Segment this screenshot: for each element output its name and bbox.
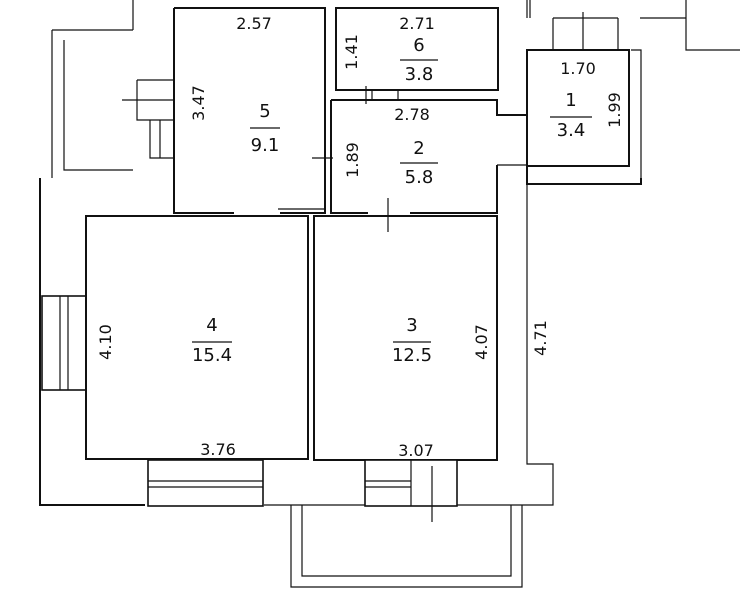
room-3: 3 12.5 4.07 3.07: [313, 215, 498, 461]
room-1-width: 1.70: [560, 59, 596, 78]
room-2: 2.78 2 5.8 1.89: [278, 86, 527, 232]
room-4-area: 15.4: [192, 345, 232, 366]
room-5: 5 9.1 2.57 3.47: [122, 7, 326, 214]
left-balcony: [39, 0, 145, 506]
room-2-number: 2: [413, 138, 424, 159]
room-3-number: 3: [406, 315, 417, 336]
room-2-height: 1.89: [343, 142, 362, 178]
room-3-width: 3.07: [398, 441, 434, 460]
room-6-width: 2.71: [399, 14, 435, 33]
room-1: 1.70 1 3.4 1.99: [526, 0, 642, 178]
room-1-area: 3.4: [557, 120, 586, 141]
room-3-height: 4.07: [472, 324, 491, 360]
room-5-width: 2.57: [236, 14, 272, 33]
room-4-width: 3.76: [200, 440, 236, 459]
corridor-length: 4.71: [531, 320, 550, 356]
room-5-area: 9.1: [251, 135, 280, 156]
room-1-number: 1: [565, 90, 576, 111]
room-2-width: 2.78: [394, 105, 430, 124]
room-3-area: 12.5: [392, 345, 432, 366]
top-right-walls: [529, 0, 740, 51]
room-6-number: 6: [413, 35, 424, 56]
bottom-balcony: [290, 505, 523, 588]
room-4-height: 4.10: [96, 324, 115, 360]
window-bottom-right: [364, 459, 458, 522]
room-6-area: 3.8: [405, 64, 434, 85]
room-5-height: 3.47: [189, 85, 208, 121]
room-1-height: 1.99: [605, 92, 624, 128]
room-6: 2.71 6 3.8 1.41: [335, 7, 499, 100]
window-bottom-left: [147, 459, 264, 507]
window-left: [41, 295, 87, 391]
room-2-area: 5.8: [405, 167, 434, 188]
room-4-number: 4: [206, 315, 217, 336]
room-6-height: 1.41: [342, 34, 361, 70]
room-5-number: 5: [259, 101, 270, 122]
room-4: 4 15.4 4.10 3.76: [85, 215, 309, 460]
